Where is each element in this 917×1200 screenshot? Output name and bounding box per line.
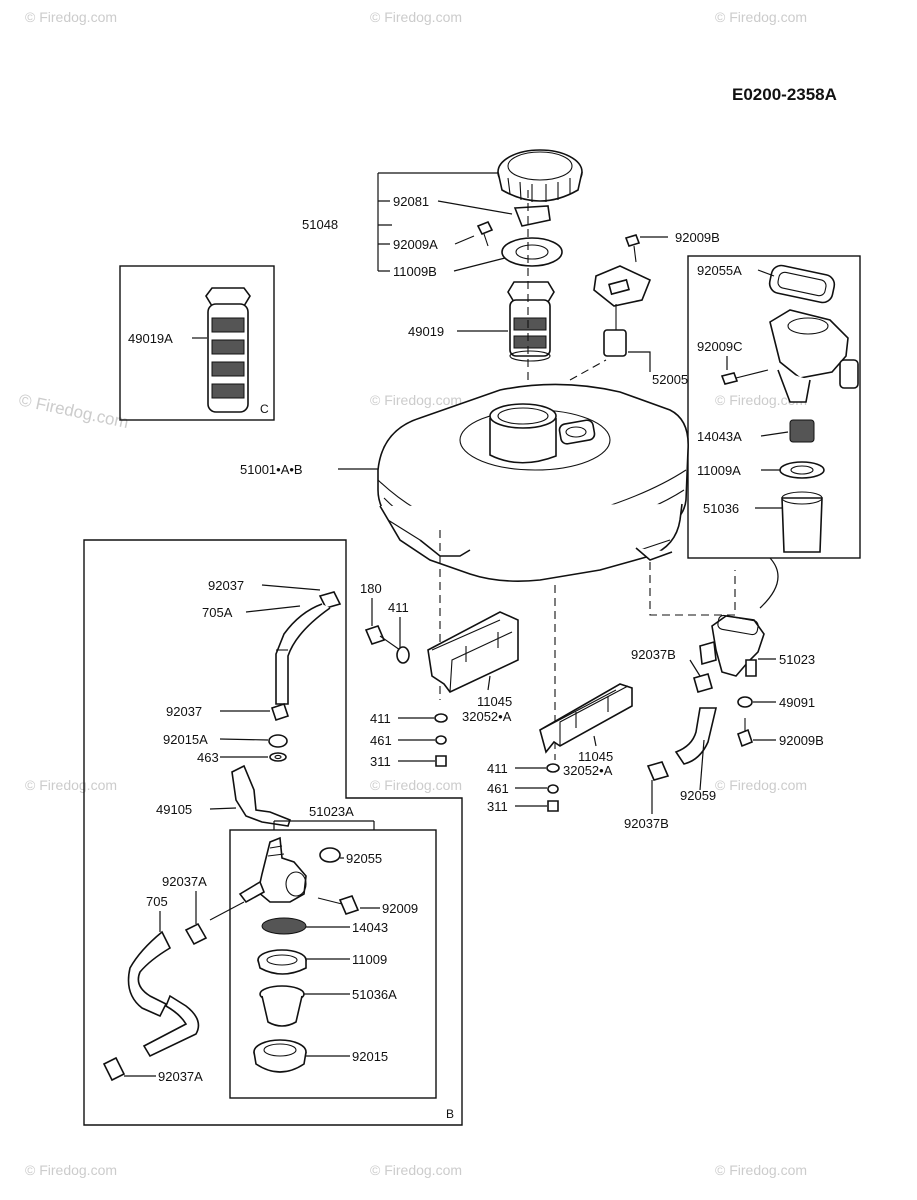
label-411-a: 411 (370, 711, 391, 726)
label-14043: 14043 (352, 920, 388, 935)
watermark: © Firedog.com (715, 1162, 807, 1178)
label-32052-a: 32052•A (462, 709, 512, 724)
label-49019A: 49019A (128, 331, 173, 346)
watermark: © Firedog.com (715, 392, 807, 408)
label-51023: 51023 (779, 652, 815, 667)
label-92037B-bot: 92037B (624, 816, 669, 831)
label-11009B: 11009B (393, 264, 437, 279)
diagram-code: E0200-2358A (732, 85, 837, 104)
valve-assembly-detail (720, 264, 859, 553)
label-32052-b: 32052•A (563, 763, 613, 778)
watermark: © Firedog.com (370, 392, 462, 408)
label-11045-a: 11045 (477, 694, 512, 709)
label-92009B-right: 92009B (779, 733, 824, 748)
label-51001-A-B: 51001•A•B (240, 462, 303, 477)
watermark: © Firedog.com (25, 1162, 117, 1178)
label-92037-top: 92037 (208, 578, 244, 593)
label-51036A: 51036A (352, 987, 397, 1002)
label-461-a: 461 (370, 733, 392, 748)
fuel-gauge (569, 234, 652, 381)
label-461-b: 461 (487, 781, 509, 796)
mount-bracket-a (364, 611, 519, 767)
valve-51023A-parts (238, 836, 360, 1073)
watermark: © Firedog.com (715, 777, 807, 793)
label-92037B-top: 92037B (631, 647, 676, 662)
hose-705-group (102, 901, 245, 1082)
box-c (119, 265, 275, 421)
watermark: © Firedog.com (25, 9, 117, 25)
watermark: © Firedog.com (370, 1162, 462, 1178)
label-49019: 49019 (408, 324, 444, 339)
label-92055: 92055 (346, 851, 382, 866)
watermark: © Firedog.com (370, 777, 462, 793)
box-51023A (229, 829, 437, 1099)
label-11009A: 11009A (697, 463, 741, 478)
label-14043A: 14043A (697, 429, 742, 444)
label-92009C: 92009C (697, 339, 743, 354)
watermark: © Firedog.com (370, 9, 462, 25)
watermark: © Firedog.com (25, 777, 117, 793)
label-411-b: 411 (487, 761, 508, 776)
label-51036: 51036 (703, 501, 739, 516)
label-180: 180 (360, 581, 382, 596)
label-92037A-bot: 92037A (158, 1069, 203, 1084)
label-92037-mid: 92037 (166, 704, 202, 719)
label-92037A-top: 92037A (162, 874, 207, 889)
hose-705A-group (268, 591, 342, 762)
fuel-valve-51023 (646, 614, 765, 781)
label-11009: 11009 (352, 952, 387, 967)
label-92055A: 92055A (697, 263, 742, 278)
bracket-49105 (231, 764, 291, 827)
label-705: 705 (146, 894, 168, 909)
label-311-b: 311 (487, 799, 508, 814)
label-705A: 705A (202, 605, 233, 620)
watermark: © Firedog.com (715, 9, 807, 25)
label-92081: 92081 (393, 194, 429, 209)
label-92009B-top: 92009B (675, 230, 720, 245)
valve-parts-box (687, 255, 861, 559)
label-11045-b: 11045 (578, 749, 613, 764)
fuel-cap-assembly (377, 149, 583, 420)
box-b-tag: B (446, 1107, 454, 1121)
label-52005: 52005 (652, 372, 688, 387)
label-92009: 92009 (382, 901, 418, 916)
label-51048: 51048 (302, 217, 338, 232)
label-49105: 49105 (156, 802, 192, 817)
label-411-top: 411 (388, 600, 409, 615)
label-92015A: 92015A (163, 732, 208, 747)
label-92015: 92015 (352, 1049, 388, 1064)
fuel-tank (377, 383, 736, 760)
label-51023A: 51023A (309, 804, 354, 819)
label-92009A: 92009A (393, 237, 438, 252)
box-c-tag: C (260, 402, 269, 416)
label-92059: 92059 (680, 788, 716, 803)
label-463: 463 (197, 750, 219, 765)
label-49091: 49091 (779, 695, 815, 710)
box-b (83, 539, 463, 1126)
strainer-long (205, 287, 251, 413)
mount-bracket-b (539, 683, 633, 812)
watermark-large: © Firedog.com (17, 390, 130, 432)
label-311-a: 311 (370, 754, 391, 769)
